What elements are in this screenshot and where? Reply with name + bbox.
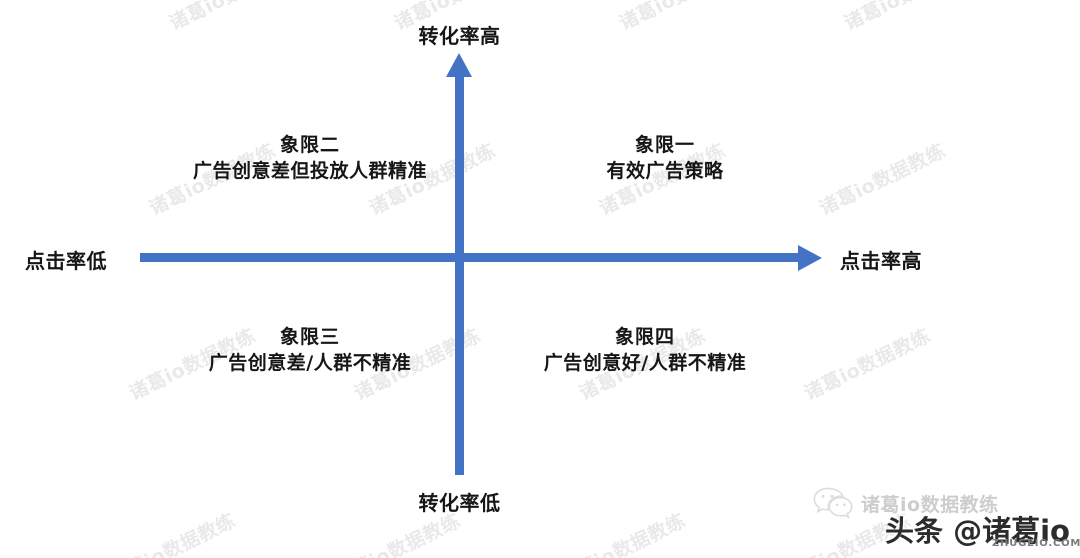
quadrant-four-description: 广告创意好/人群不精准 [543, 351, 747, 374]
quadrant-two-description: 广告创意差但投放人群精准 [192, 159, 427, 182]
quadrant-three-title: 象限三 [279, 326, 340, 348]
quadrant-two-title: 象限二 [279, 134, 340, 156]
platform-tag: 头条 @诸葛io [885, 508, 1070, 550]
brand-domain: ZHUGEIO.COM [992, 538, 1080, 549]
wechat-account-badge: 诸葛io数据教练 [812, 486, 999, 520]
wechat-account-name: 诸葛io数据教练 [861, 493, 999, 516]
quadrant-four: 象限四 广告创意好/人群不精准 [500, 325, 790, 376]
quadrant-one-title: 象限一 [634, 134, 695, 156]
up-arrow-icon [446, 53, 472, 77]
quadrant-three: 象限三 广告创意差/人群不精准 [165, 325, 455, 376]
axis-label-conversion-low: 转化率低 [418, 491, 501, 515]
vertical-axis-line [455, 73, 464, 475]
quadrant-three-description: 广告创意差/人群不精准 [208, 351, 412, 374]
quadrant-four-title: 象限四 [614, 326, 675, 348]
axis-label-conversion-high: 转化率高 [418, 24, 501, 48]
platform-tag-text: 头条 @诸葛io [885, 514, 1070, 548]
axis-label-ctr-high: 点击率高 [840, 249, 922, 273]
wechat-icon [813, 487, 853, 519]
axis-label-ctr-low: 点击率低 [25, 249, 107, 273]
quadrant-one: 象限一 有效广告策略 [520, 133, 810, 184]
quadrant-one-description: 有效广告策略 [606, 159, 724, 182]
right-arrow-icon [798, 245, 822, 271]
quadrant-two: 象限二 广告创意差但投放人群精准 [165, 133, 455, 184]
branding-footer: 诸葛io数据教练 头条 @诸葛io ZHUGEIO.COM [812, 486, 1080, 558]
horizontal-axis-line [140, 253, 800, 262]
